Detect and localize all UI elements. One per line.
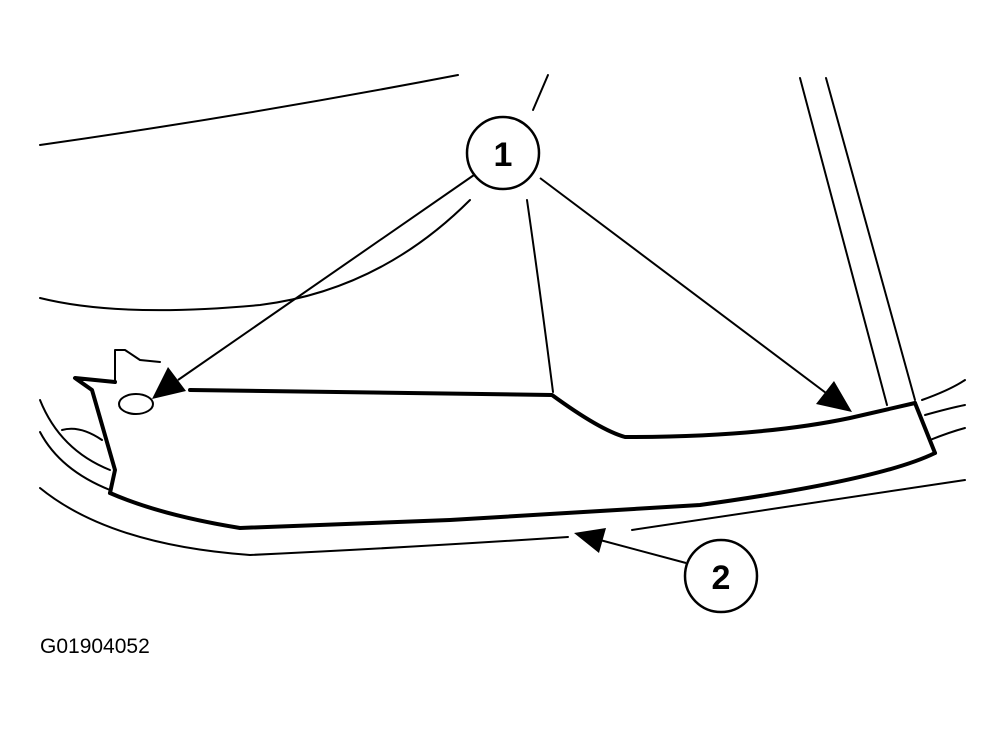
scuff-plate-left-edge <box>73 376 117 495</box>
outer-sill-line <box>39 487 569 556</box>
scuff-plate-top-edge <box>188 388 917 439</box>
callout-2-circle <box>683 538 759 614</box>
panel-vertical-line <box>526 199 554 393</box>
scuff-plate-right-edge <box>913 401 937 455</box>
door-curve-line <box>39 199 471 312</box>
arrowhead-2-sill <box>574 528 606 553</box>
pillar-line-outer <box>799 77 888 406</box>
callout-1-label: 1 <box>494 136 513 174</box>
roof-curve-line <box>39 74 459 146</box>
right-edge-line-2 <box>924 404 966 416</box>
corner-arc-line <box>61 427 103 441</box>
leader-2-to-sill <box>599 539 687 564</box>
callout-1: 1 <box>465 115 541 191</box>
leader-lines <box>152 174 852 564</box>
pillar-line-inner <box>825 77 916 401</box>
background-lines <box>39 74 966 556</box>
clip-fastener <box>114 349 161 415</box>
callout-2-label: 2 <box>712 559 731 597</box>
lower-edge-line-2 <box>39 431 111 491</box>
callout-1-circle <box>465 115 541 191</box>
lower-edge-line-1 <box>39 399 111 471</box>
scuff-plate <box>73 376 937 530</box>
short-slant-line <box>532 74 549 111</box>
clip-hole <box>118 393 154 415</box>
right-edge-line-3 <box>929 427 966 441</box>
leader-1-to-clip <box>177 174 475 381</box>
clip-bracket <box>114 349 161 383</box>
right-edge-line-1 <box>921 379 966 401</box>
callout-2: 2 <box>683 538 759 614</box>
arrowhead-1-right <box>816 381 852 412</box>
leader-1-to-right <box>539 177 827 394</box>
figure-id: G01904052 <box>40 635 150 658</box>
arrowhead-1-clip <box>152 367 186 399</box>
right-sill-dash <box>631 479 966 531</box>
scuff-plate-bottom-edge <box>108 451 937 530</box>
